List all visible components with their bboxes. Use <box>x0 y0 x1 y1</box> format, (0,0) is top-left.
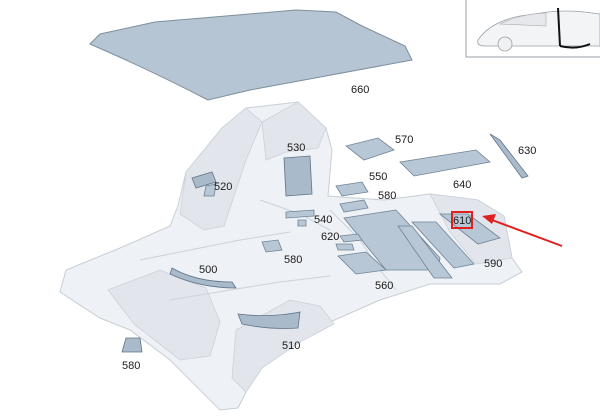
part-580a-pad <box>339 199 369 213</box>
part-640-pad <box>399 149 491 177</box>
label-610: 610 <box>453 215 471 227</box>
label-570: 570 <box>395 134 413 146</box>
label-580-middle: 580 <box>284 254 302 266</box>
part-580c-pad <box>121 337 143 353</box>
part-590b-pad <box>397 225 453 279</box>
label-530: 530 <box>287 142 305 154</box>
part-660-roof-pad <box>89 9 413 101</box>
label-580-upper: 580 <box>378 190 396 202</box>
car-thumbnail-icon <box>465 0 600 58</box>
part-500-pad <box>169 267 237 289</box>
highlight-box-610 <box>451 211 473 229</box>
label-620: 620 <box>321 231 339 243</box>
part-540b-pad <box>297 219 307 227</box>
part-540-pad <box>285 209 315 219</box>
part-610b-pad <box>411 221 475 269</box>
label-590: 590 <box>484 258 502 270</box>
label-520: 520 <box>214 181 232 193</box>
label-510: 510 <box>282 340 300 352</box>
label-560: 560 <box>375 280 393 292</box>
part-530-pad <box>283 155 313 197</box>
label-630: 630 <box>518 145 536 157</box>
label-540: 540 <box>314 214 332 226</box>
part-630-pad <box>489 133 529 179</box>
part-570-pad <box>345 137 395 161</box>
part-520b-pad <box>203 183 217 197</box>
part-580b-pad <box>261 239 283 253</box>
label-660: 660 <box>351 84 369 96</box>
part-620b-pad <box>335 243 355 251</box>
part-620-pad <box>339 233 363 243</box>
part-550-pad <box>335 181 369 197</box>
label-580-lower: 580 <box>122 360 140 372</box>
label-500: 500 <box>199 264 217 276</box>
label-640: 640 <box>453 179 471 191</box>
part-560-pad <box>337 251 387 275</box>
part-520-pad <box>191 171 217 189</box>
part-510-pad <box>237 311 301 329</box>
label-550: 550 <box>369 171 387 183</box>
pointer-arrow-icon <box>482 214 563 247</box>
